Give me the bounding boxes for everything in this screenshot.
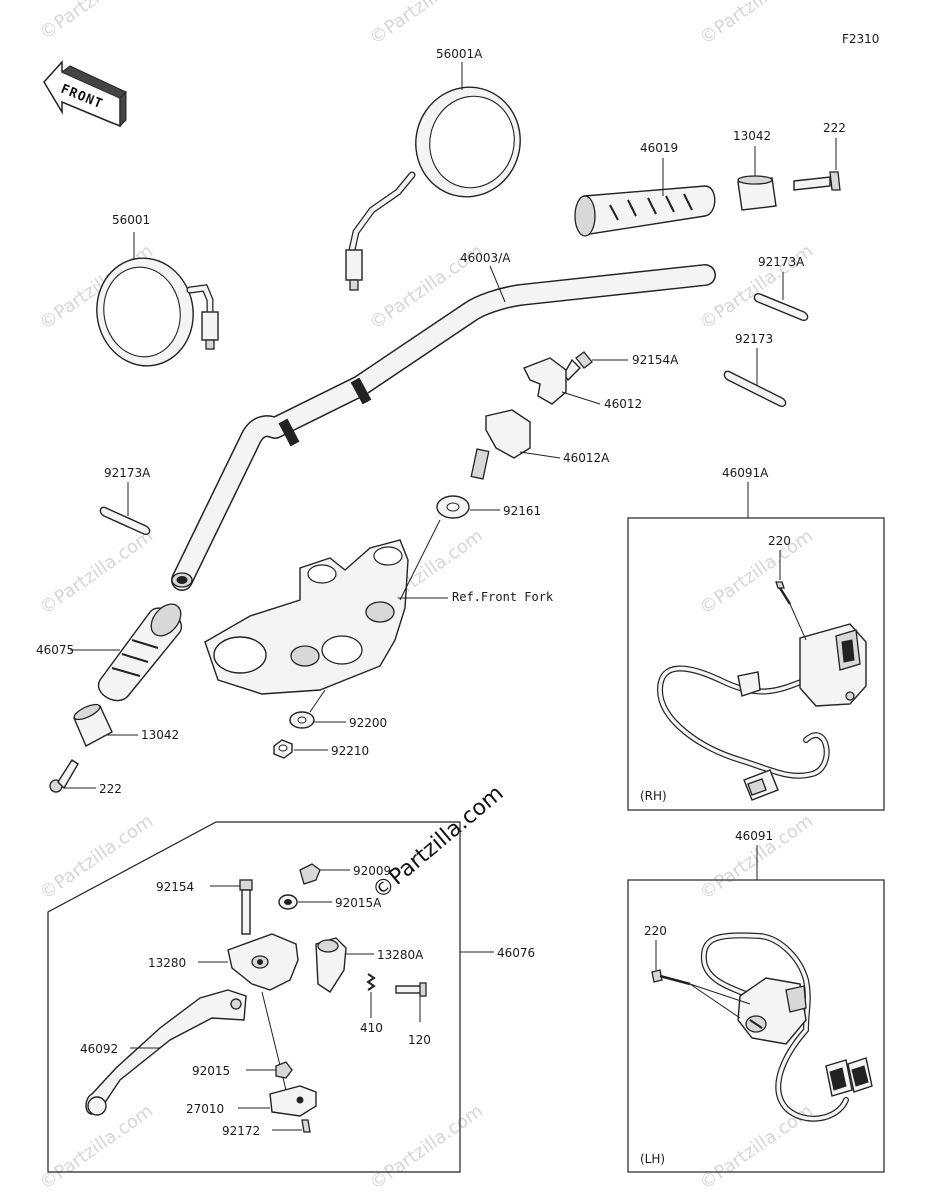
screw-220-rh-icon bbox=[775, 581, 792, 605]
screw-220-lh-icon bbox=[651, 969, 691, 986]
callout-222-top: 222 bbox=[823, 121, 846, 135]
mirror-right-icon bbox=[345, 86, 521, 291]
callout-46091: 46091 bbox=[735, 829, 773, 843]
watermark: ©Partzilla.com bbox=[36, 526, 157, 620]
callout-56001: 56001 bbox=[112, 213, 150, 227]
callout-46091A: 46091A bbox=[722, 466, 769, 480]
callout-92173: 92173 bbox=[735, 332, 773, 346]
callout-220-rh: 220 bbox=[768, 534, 791, 548]
watermark: ©Partzilla.com bbox=[696, 0, 817, 49]
callout-46019: 46019 bbox=[640, 141, 678, 155]
washer-92015A-icon bbox=[278, 894, 298, 910]
callout-46012: 46012 bbox=[604, 397, 642, 411]
watermark: ©Partzilla.com bbox=[696, 526, 817, 620]
screw-92172-icon bbox=[301, 1119, 311, 1133]
front-arrow-icon: FRONT bbox=[43, 60, 127, 128]
callout-92173A-left: 92173A bbox=[104, 466, 151, 480]
callout-92009: 92009 bbox=[353, 864, 391, 878]
callout-92161: 92161 bbox=[503, 504, 541, 518]
callout-92154: 92154 bbox=[156, 880, 194, 894]
watermark-center: ©Partzilla.com bbox=[368, 781, 509, 905]
figure-code: F2310 bbox=[842, 32, 879, 46]
watermarks: ©Partzilla.com ©Partzilla.com ©Partzilla… bbox=[36, 0, 817, 1194]
callout-120: 120 bbox=[408, 1033, 431, 1047]
watermark: ©Partzilla.com bbox=[366, 1101, 487, 1195]
callout-46003A: 46003/A bbox=[460, 251, 511, 265]
callout-92173A-right: 92173A bbox=[758, 255, 805, 269]
triple-clamp-icon bbox=[204, 539, 409, 695]
callout-92172: 92172 bbox=[222, 1124, 260, 1138]
callout-46092: 46092 bbox=[80, 1042, 118, 1056]
bolt-92154A-icon bbox=[563, 351, 593, 382]
callout-13280: 13280 bbox=[148, 956, 186, 970]
callout-46012A: 46012A bbox=[563, 451, 610, 465]
inset-lh-tag: (LH) bbox=[640, 1152, 665, 1166]
callout-220-lh: 220 bbox=[644, 924, 667, 938]
callout-13042-bottom: 13042 bbox=[141, 728, 179, 742]
nut-92015-icon bbox=[275, 1061, 293, 1079]
mirror-left-icon bbox=[96, 257, 219, 367]
grip-weight-top-icon bbox=[737, 175, 777, 211]
lever-assembly-frame bbox=[47, 821, 461, 1173]
lever-holder-icon bbox=[227, 933, 299, 991]
callout-92015A: 92015A bbox=[335, 896, 382, 910]
washer-92161-icon bbox=[436, 495, 470, 519]
screw-bottom-icon bbox=[49, 759, 79, 793]
clip-left-icon bbox=[99, 506, 151, 536]
grip-weight-bottom-icon bbox=[73, 703, 113, 747]
nut-92210-icon bbox=[273, 739, 293, 759]
bolt-92154-icon bbox=[239, 879, 253, 935]
spring-410-icon bbox=[366, 973, 376, 991]
inset-rh-frame bbox=[627, 517, 885, 811]
watermark: ©Partzilla.com bbox=[696, 811, 817, 905]
callout-13280A: 13280A bbox=[377, 948, 424, 962]
inset-rh-tag: (RH) bbox=[640, 789, 667, 803]
callout-ref-front-fork: Ref.Front Fork bbox=[452, 590, 554, 604]
callout-92200: 92200 bbox=[349, 716, 387, 730]
grip-right-icon bbox=[574, 185, 716, 237]
screw-92009-icon bbox=[299, 863, 321, 885]
callout-46076: 46076 bbox=[497, 946, 535, 960]
clutch-switch-icon bbox=[269, 1085, 317, 1117]
callout-92210: 92210 bbox=[331, 744, 369, 758]
holder-lower-icon bbox=[470, 409, 531, 480]
callout-46075: 46075 bbox=[36, 643, 74, 657]
callout-13042-top: 13042 bbox=[733, 129, 771, 143]
callout-92154A: 92154A bbox=[632, 353, 679, 367]
inset-lh-frame bbox=[627, 879, 885, 1173]
washer-92200-icon bbox=[289, 711, 315, 729]
watermark: ©Partzilla.com bbox=[366, 0, 487, 49]
lever-clamp-icon bbox=[315, 937, 347, 993]
watermark: ©Partzilla.com bbox=[36, 0, 157, 44]
clip-right-icon bbox=[753, 292, 809, 322]
handlebar-icon bbox=[171, 264, 716, 591]
clutch-lever-icon bbox=[85, 989, 247, 1116]
holder-upper-icon bbox=[523, 357, 567, 405]
screw-top-icon bbox=[793, 171, 841, 191]
callout-56001A: 56001A bbox=[436, 47, 483, 61]
lh-switch-housing-icon bbox=[700, 932, 873, 1122]
callout-222-bottom: 222 bbox=[99, 782, 122, 796]
callout-410: 410 bbox=[360, 1021, 383, 1035]
grip-left-icon bbox=[97, 603, 183, 702]
callout-92015: 92015 bbox=[192, 1064, 230, 1078]
clip-92173-icon bbox=[723, 370, 787, 408]
screw-120-icon bbox=[395, 982, 427, 997]
watermark: ©Partzilla.com bbox=[36, 811, 157, 905]
callout-27010: 27010 bbox=[186, 1102, 224, 1116]
rh-switch-housing-icon bbox=[656, 623, 867, 801]
